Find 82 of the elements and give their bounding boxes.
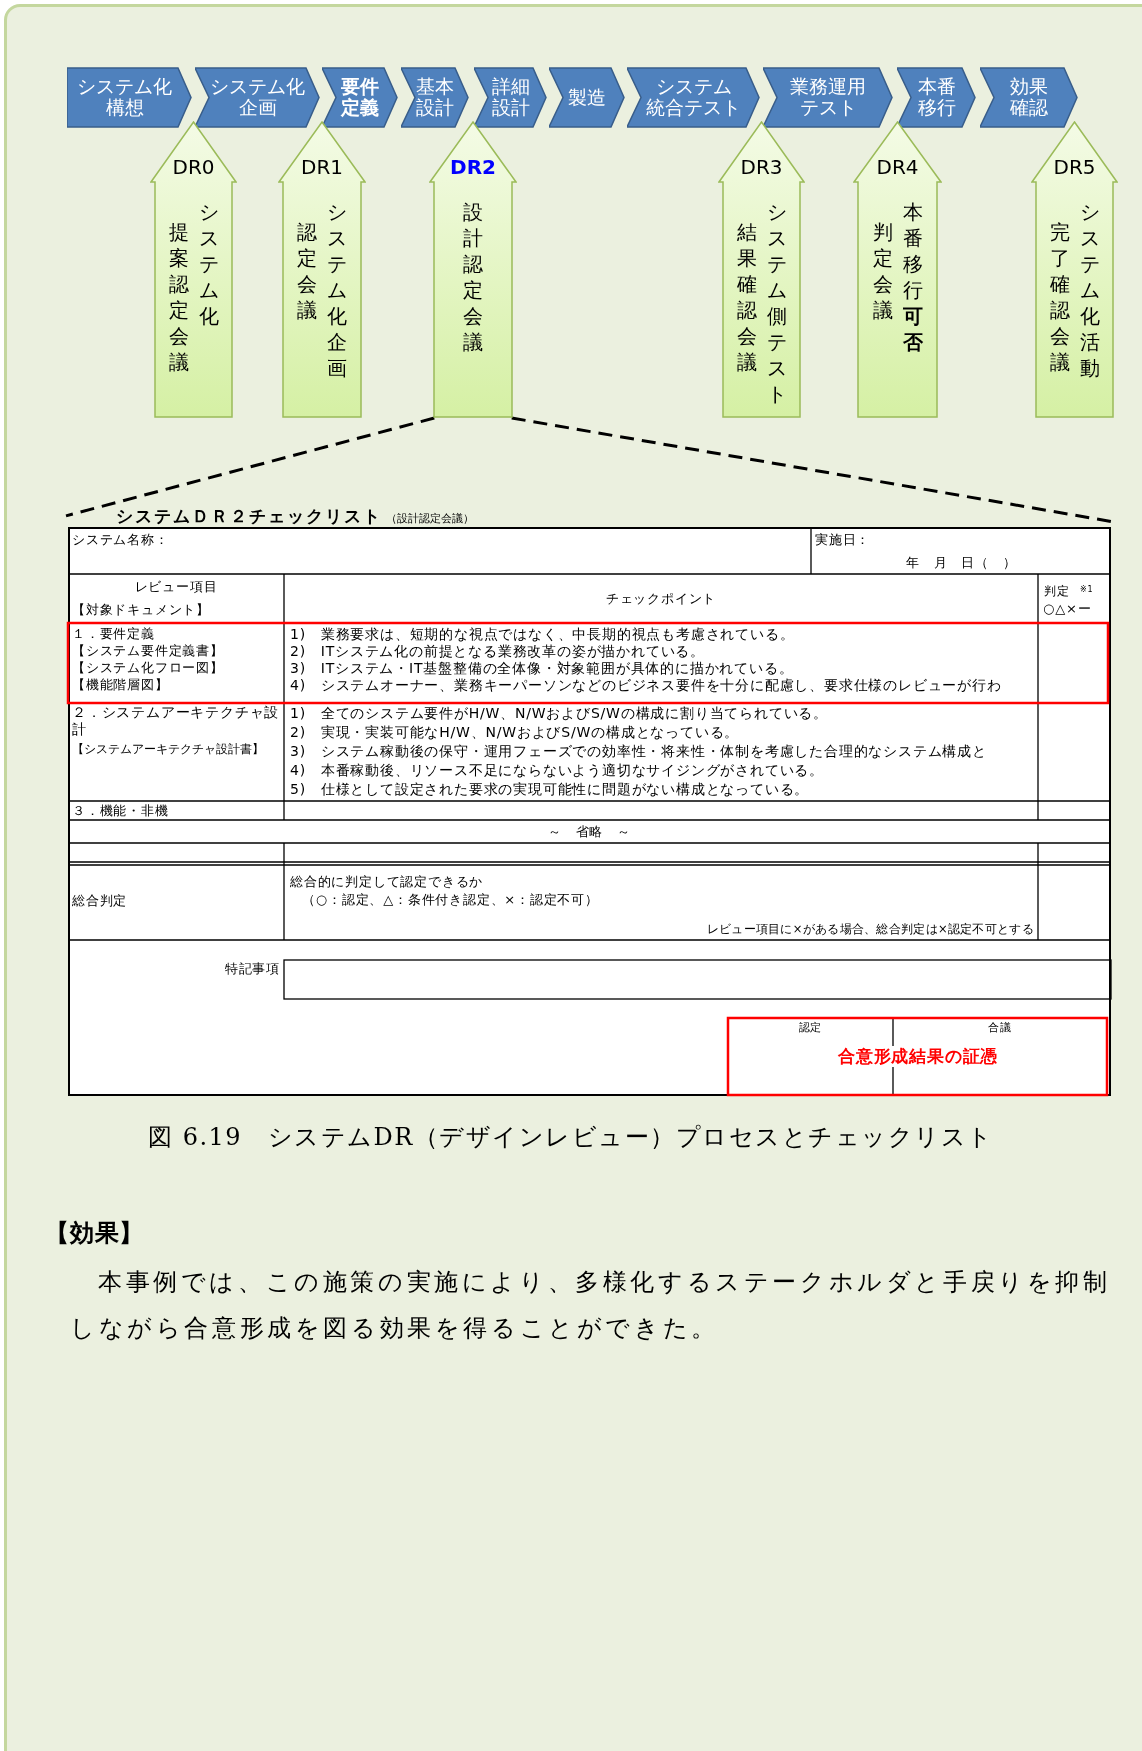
checkpoint-text: 4) システムオーナー、業務キーパーソンなどのビジネス要件を十分に配慮し、要求仕様のレビューが行わ <box>290 677 1002 695</box>
footnote-mark: ※1 <box>1080 585 1094 595</box>
review-callout <box>718 121 805 418</box>
stage-label: 効果確認 <box>1009 75 1049 120</box>
form-field-label: システム名称： <box>72 532 169 549</box>
process-step <box>322 67 398 128</box>
stage-label: システム化構想 <box>76 75 173 120</box>
section-heading: 【効果】 <box>45 1218 145 1248</box>
figure-caption: 図 6.19 システムDR（デザインレビュー）プロセスとチェックリスト <box>147 1122 995 1153</box>
date-field: 年 月 日（ ） <box>906 555 1017 572</box>
meeting-name: システム化 <box>197 199 220 329</box>
checkpoint-text: 5) 仕様として設定された要求の実現可能性に問題がない構成となっている。 <box>290 781 810 799</box>
stage-label: 基本設計 <box>415 75 455 120</box>
column-header: チェックポイント <box>604 591 718 608</box>
column-header: レビュー項目 <box>133 579 219 596</box>
checklist-title: システムＤＲ２チェックリスト <box>116 506 382 526</box>
meeting-name: 完了確認会議 <box>1048 219 1071 375</box>
checkpoint-text: 4) 本番稼動後、リソース不足にならないよう適切なサイジングがされている。 <box>290 762 824 780</box>
checkpoint-text: 2) ITシステム化の前提となる業務改革の姿が描かれている。 <box>290 643 706 661</box>
process-step <box>897 67 976 128</box>
zoom-line <box>65 416 435 518</box>
evidence-note: 合意形成結果の証憑 <box>838 1046 998 1068</box>
review-callout <box>429 121 517 418</box>
stage-label: 詳細設計 <box>490 75 531 120</box>
process-step <box>627 67 760 128</box>
meeting-name: システム化企画 <box>326 199 348 381</box>
meeting-name: 認定会議 <box>296 219 318 323</box>
review-code: DR5 <box>1052 155 1097 179</box>
review-code: DR4 <box>875 155 920 179</box>
process-step <box>474 67 547 128</box>
meeting-name: システム側テスト <box>765 199 788 407</box>
review-code: DR1 <box>300 155 344 179</box>
form-field-label: 特記事項 <box>223 961 280 978</box>
process-step <box>67 67 192 128</box>
zoom-line <box>511 416 1114 524</box>
stage-label: 業務運用テスト <box>789 75 867 120</box>
column-header: 判定 <box>1044 584 1070 599</box>
document-name: 【システム化フロー図】 <box>72 660 224 677</box>
review-callout <box>278 121 366 418</box>
checkpoint-text: 3) ITシステム・IT基盤整備の全体像・対象範囲が具体的に描かれている。 <box>290 660 794 678</box>
stage-label: 本番移行 <box>916 75 957 120</box>
note-text: レビュー項目に×がある場合、総合判定は×認定不可とする <box>705 922 1034 937</box>
process-step <box>401 67 469 128</box>
body-text: 本事例では、この施策の実施により、多様化するステークホルダと手戻りを抑制しながら合意形成を図る効果を得ることができた。 <box>70 1267 1112 1344</box>
checkpoint-text: 総合的に判定して認定できるか <box>290 874 484 891</box>
process-step <box>980 67 1078 128</box>
meeting-name: 提案認定会議 <box>167 219 190 375</box>
checklist-subtitle: （設計認定会議） <box>386 511 474 526</box>
form-field-label: 実施日： <box>815 532 871 549</box>
checkpoint-text: 3) システム稼動後の保守・運用フェーズでの効率性・将来性・体制を考慮した合理的なシステム構成と <box>290 743 987 761</box>
stage-label: システム化企画 <box>209 75 306 120</box>
column-header: 【対象ドキュメント】 <box>72 602 210 618</box>
review-callout <box>1031 121 1118 418</box>
meeting-name: システム化活動 <box>1078 199 1101 381</box>
document-name: 【システムアーキテクチャ設計書】 <box>72 742 264 757</box>
stage-label: 要件定義 <box>340 75 380 120</box>
review-code: DR3 <box>739 155 784 179</box>
rating-symbols: ○△×ー <box>1043 601 1092 618</box>
review-callout <box>853 121 942 418</box>
meeting-name: 本番移行可否 <box>901 199 924 355</box>
meeting-name: 設計認定会議 <box>462 199 484 355</box>
checkpoint-text: 2) 実現・実装可能なH/W、N/WおよびS/Wの構成となっている。 <box>290 724 740 742</box>
process-step <box>549 67 625 128</box>
review-item: 総合判定 <box>72 893 128 910</box>
review-callout <box>150 121 237 418</box>
review-code: DR2 <box>449 155 497 179</box>
stage-label: システム統合テスト <box>645 75 742 120</box>
stamp-label: 認定 <box>797 1021 824 1035</box>
document-name: 【システム要件定義書】 <box>72 643 224 660</box>
review-item: ３．機能・非機 <box>72 803 169 820</box>
meeting-name: 判定会議 <box>871 219 894 323</box>
review-item: ２．システムアーキテクチャ設計 <box>72 704 281 738</box>
review-item: １．要件定義 <box>72 626 155 643</box>
rating-legend: （○：認定、△：条件付き認定、×：認定不可） <box>302 892 599 909</box>
omission-mark: ～ 省略 ～ <box>547 824 632 841</box>
meeting-name: 結果確認会議 <box>735 219 758 375</box>
review-code: DR0 <box>171 155 216 179</box>
checkpoint-text: 1) 業務要求は、短期的な視点ではなく、中長期的視点も考慮されている。 <box>290 626 795 644</box>
stamp-label: 合議 <box>987 1021 1013 1035</box>
document-name: 【機能階層図】 <box>72 677 169 694</box>
checkpoint-text: 1) 全てのシステム要件がH/W、N/WおよびS/Wの構成に割り当てられている。 <box>290 705 828 723</box>
stage-label: 製造 <box>567 86 607 109</box>
